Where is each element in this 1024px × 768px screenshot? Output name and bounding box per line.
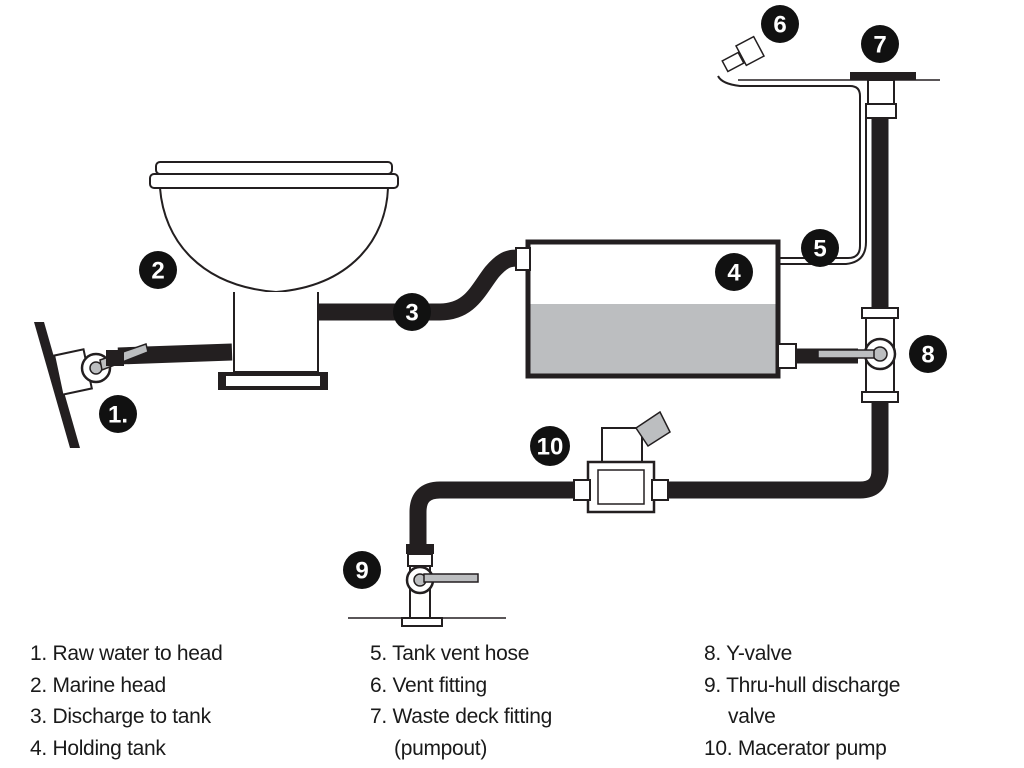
legend-item-thru-hull-cont: valve bbox=[728, 705, 776, 728]
legend-item-vent-hose: 5. Tank vent hose bbox=[370, 642, 530, 665]
legend-item-holding-tank: 4. Holding tank bbox=[30, 736, 166, 760]
callout-10: 10 bbox=[530, 426, 570, 466]
legend-item-deck-fitting: 7. Waste deck fitting bbox=[370, 705, 553, 728]
callout-number: 6 bbox=[773, 12, 786, 39]
callout-7: 7 bbox=[861, 25, 899, 63]
holding-tank bbox=[515, 239, 797, 379]
hose-discharge-to-tank bbox=[318, 249, 521, 321]
callout-4: 4 bbox=[715, 253, 753, 291]
callout-number: 7 bbox=[873, 32, 886, 59]
marine-head bbox=[149, 161, 399, 390]
callout-number: 9 bbox=[355, 558, 368, 585]
callout-number: 3 bbox=[405, 300, 418, 327]
callout-circle bbox=[761, 5, 799, 43]
callout-circle bbox=[530, 426, 570, 466]
callout-6: 6 bbox=[761, 5, 799, 43]
callout-circle bbox=[801, 229, 839, 267]
callout-number: 5 bbox=[813, 236, 826, 263]
thru-hull-discharge-valve bbox=[348, 544, 506, 627]
y-valve bbox=[817, 307, 899, 403]
vent-hose bbox=[717, 75, 867, 265]
legend-item-y-valve: 8. Y-valve bbox=[704, 642, 793, 665]
callout-badges: 1. 2 3 4 5 6 7 8 9 10 bbox=[99, 5, 947, 589]
callout-circle bbox=[715, 253, 753, 291]
legend-item-deck-fitting-cont: (pumpout) bbox=[394, 736, 488, 760]
callout-8: 8 bbox=[909, 335, 947, 373]
legend-item-thru-hull: 9. Thru-hull discharge bbox=[704, 673, 901, 697]
callout-circle bbox=[99, 395, 137, 433]
legend-item-marine-head: 2. Marine head bbox=[30, 673, 166, 697]
callout-number: 2 bbox=[151, 258, 164, 285]
vent-fitting bbox=[721, 35, 766, 73]
hose-to-macerator bbox=[409, 398, 889, 546]
callout-number: 10 bbox=[537, 434, 564, 461]
legend-item-vent-fitting: 6. Vent fitting bbox=[370, 673, 487, 697]
callout-2: 2 bbox=[139, 251, 177, 289]
callout-number: 8 bbox=[921, 342, 934, 369]
legend-item-macerator: 10. Macerator pump bbox=[704, 736, 887, 760]
legend-column-3: 8. Y-valve 9. Thru-hull discharge valve … bbox=[704, 638, 900, 764]
callout-circle bbox=[909, 335, 947, 373]
callout-circle bbox=[393, 293, 431, 331]
macerator-pump bbox=[573, 410, 671, 514]
legend-column-2: 5. Tank vent hose 6. Vent fitting 7. Was… bbox=[370, 638, 552, 764]
callout-circle bbox=[343, 551, 381, 589]
callout-number: 4 bbox=[727, 260, 741, 287]
callout-number: 1. bbox=[108, 402, 128, 429]
thru-hull-raw-water bbox=[34, 322, 149, 448]
callout-5: 5 bbox=[801, 229, 839, 267]
legend-column-1: 1. Raw water to head 2. Marine head 3. D… bbox=[30, 638, 223, 764]
plumbing-diagram: 1. 2 3 4 5 6 7 8 9 10 bbox=[34, 5, 947, 627]
legend-item-raw-water: 1. Raw water to head bbox=[30, 642, 223, 665]
legend-item-discharge: 3. Discharge to tank bbox=[30, 705, 211, 728]
waste-deck-fitting bbox=[850, 72, 916, 119]
callout-1: 1. bbox=[99, 395, 137, 433]
callout-9: 9 bbox=[343, 551, 381, 589]
callout-3: 3 bbox=[393, 293, 431, 331]
callout-circle bbox=[861, 25, 899, 63]
callout-circle bbox=[139, 251, 177, 289]
